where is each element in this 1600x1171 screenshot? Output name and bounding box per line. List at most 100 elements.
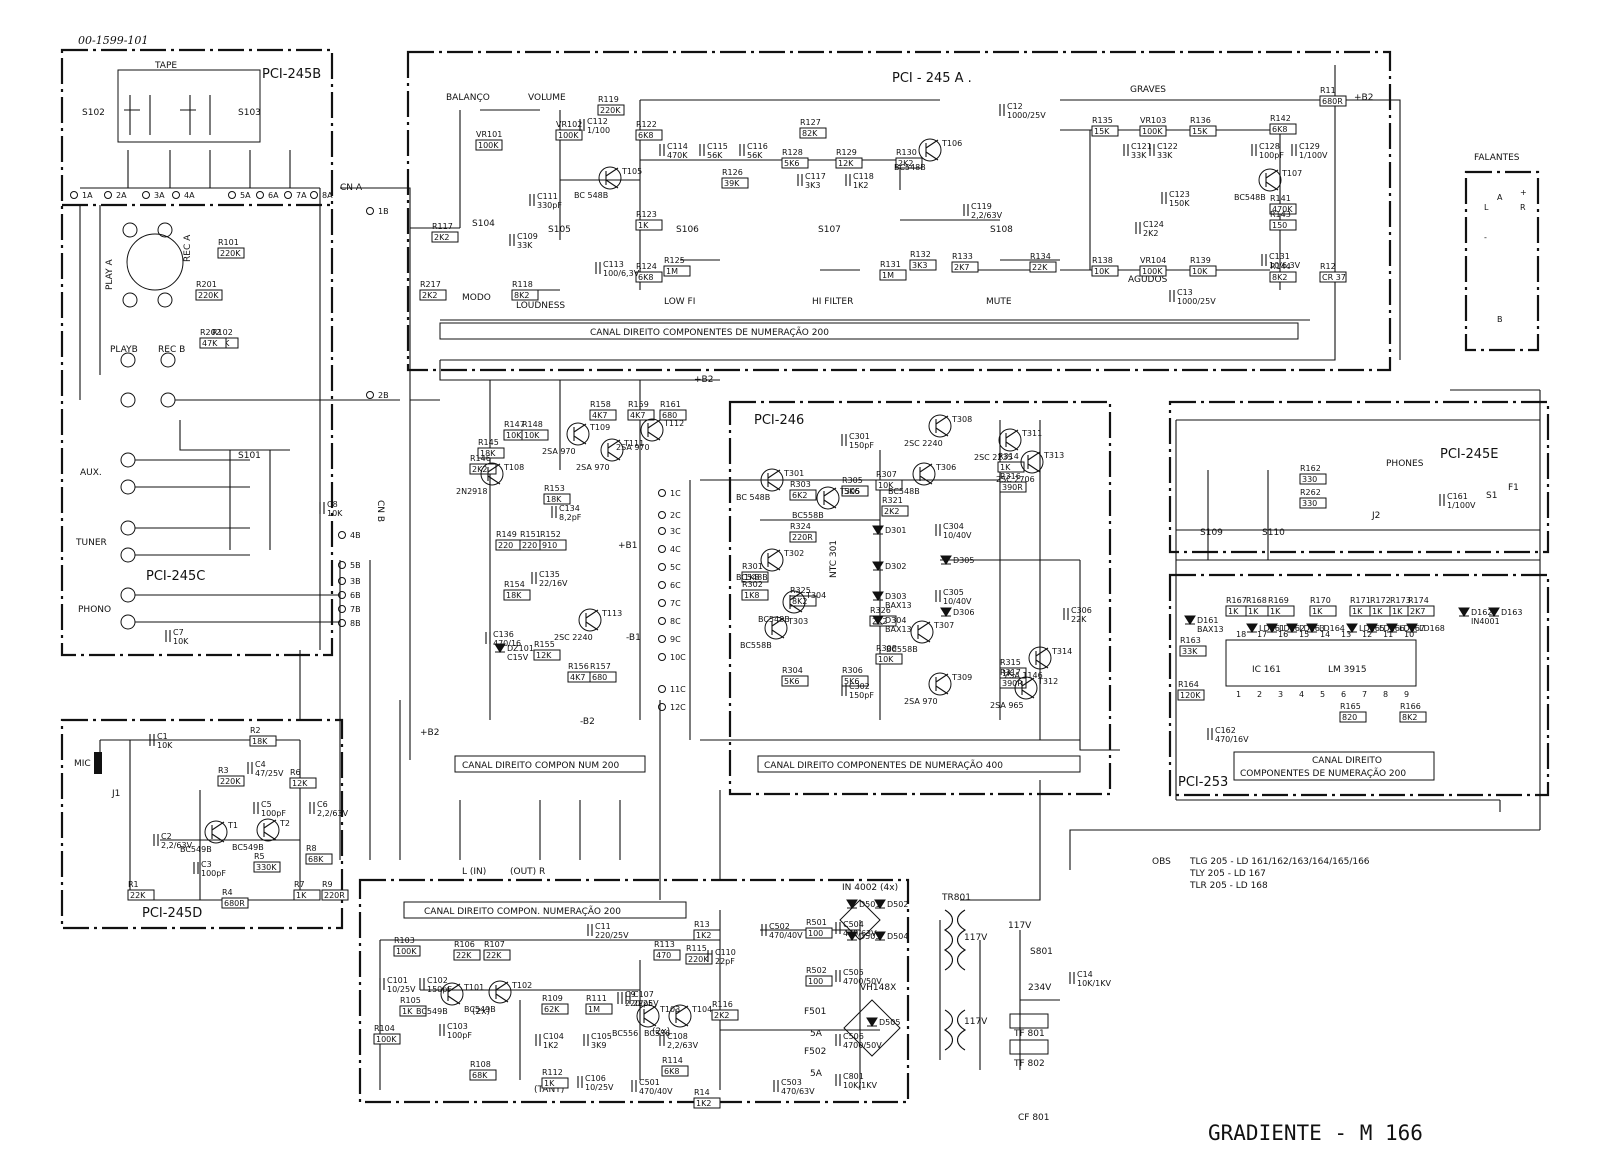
capacitor-value: 56K bbox=[747, 151, 763, 160]
diode-symbol bbox=[1458, 607, 1470, 617]
resistor-value: 5K6 bbox=[784, 677, 799, 686]
resistor-body bbox=[1177, 689, 1205, 701]
label-f502: F502 bbox=[804, 1047, 826, 1057]
resistor-body bbox=[835, 157, 863, 169]
diode-ref: D502 bbox=[887, 900, 908, 909]
capacitor-symbol bbox=[797, 174, 803, 186]
transistor-symbol bbox=[440, 982, 464, 1006]
label-f501-value: 5A bbox=[810, 1029, 823, 1039]
label-tant: (TANT) bbox=[534, 1085, 564, 1095]
resistor-ref: R114 bbox=[662, 1056, 683, 1065]
connector-pin-label: 6A bbox=[268, 191, 279, 200]
resistor-value: 100K bbox=[1142, 127, 1163, 136]
connector-pin-8a: 8A bbox=[310, 191, 333, 200]
capacitor-value: 47/25V bbox=[255, 769, 284, 778]
transistor-ref: T305 bbox=[839, 487, 860, 496]
label-rec-b: REC B bbox=[158, 345, 185, 355]
resistor-body bbox=[503, 589, 531, 601]
resistor-body bbox=[195, 289, 223, 301]
capacitor-symbol bbox=[999, 104, 1005, 116]
capacitor-symbol bbox=[617, 992, 623, 1004]
resistor-body bbox=[999, 481, 1027, 493]
resistor-ref: R317 bbox=[1000, 668, 1021, 677]
capacitor-ref: C123 bbox=[1169, 190, 1190, 199]
label-d501: IN 4002 (4x) bbox=[842, 883, 898, 893]
resistor-body bbox=[1407, 605, 1435, 617]
capacitor-symbol bbox=[1207, 728, 1213, 740]
resistor-ref: R128 bbox=[782, 148, 803, 157]
switch-s110: S110 bbox=[1262, 528, 1285, 538]
resistor-value: 18K bbox=[506, 591, 522, 600]
connector-pin-label: 9C bbox=[670, 635, 681, 644]
speaker-terminal-plus: + bbox=[1520, 188, 1527, 197]
resistor-body bbox=[393, 945, 421, 957]
label-2x-t103: (2x) bbox=[652, 1027, 670, 1037]
resistor-value: 18K bbox=[252, 737, 268, 746]
resistor-body bbox=[841, 675, 869, 687]
resistor-ref: R164 bbox=[1178, 680, 1199, 689]
diode-symbol bbox=[872, 591, 884, 601]
resistor-value: 1M bbox=[882, 271, 894, 280]
resistor-body bbox=[253, 861, 281, 873]
capacitor-symbol bbox=[535, 1034, 541, 1046]
switch-s101: S101 bbox=[238, 451, 261, 461]
board-name-pci-253: PCI-253 bbox=[1178, 775, 1228, 790]
transistor-symbol bbox=[1020, 450, 1044, 474]
resistor-body bbox=[879, 269, 907, 281]
transistor-symbol bbox=[998, 428, 1022, 452]
diode-ref: D504 bbox=[887, 932, 908, 941]
resistor-body bbox=[653, 949, 681, 961]
resistor-value: 680R bbox=[1322, 97, 1343, 106]
transistor-ref: T113 bbox=[601, 609, 622, 618]
resistor-body bbox=[555, 129, 583, 141]
connector-pin-dot bbox=[338, 605, 346, 613]
resistor-ref: R132 bbox=[910, 250, 931, 259]
transistor-ref: T2 bbox=[279, 819, 290, 828]
capacitor-value: 100pF bbox=[201, 869, 226, 878]
resistor-body bbox=[1091, 265, 1119, 277]
resistor-body bbox=[805, 975, 833, 987]
obs-line-3: TLR 205 - LD 168 bbox=[1189, 881, 1268, 891]
resistor-body bbox=[589, 671, 617, 683]
diode-d305: D305 bbox=[940, 555, 974, 565]
transistor-ref: T309 bbox=[951, 673, 972, 682]
capacitor-value: 33K bbox=[1157, 151, 1173, 160]
connector-pin-dot bbox=[256, 191, 264, 199]
resistor-value: 220 bbox=[498, 541, 513, 550]
capacitor-ref: C116 bbox=[747, 142, 768, 151]
capacitor-ref: C136 bbox=[493, 630, 514, 639]
resistor-ref: R153 bbox=[544, 484, 565, 493]
ic161-pin-10: 10 bbox=[1404, 630, 1414, 639]
resistor-ref: R130 bbox=[896, 148, 917, 157]
capacitor-ref: C114 bbox=[667, 142, 688, 151]
ic161-body bbox=[1225, 639, 1417, 687]
mic-jack-icon bbox=[94, 752, 102, 774]
resistor-value: 220K bbox=[220, 249, 241, 258]
connector-pin-dot bbox=[70, 191, 78, 199]
label-graves: GRAVES bbox=[1130, 85, 1166, 95]
label-b2-graves: +B2 bbox=[1354, 93, 1373, 103]
resistor-body bbox=[1139, 265, 1167, 277]
resistor-body bbox=[875, 479, 903, 491]
capacitor-ref: C128 bbox=[1259, 142, 1280, 151]
